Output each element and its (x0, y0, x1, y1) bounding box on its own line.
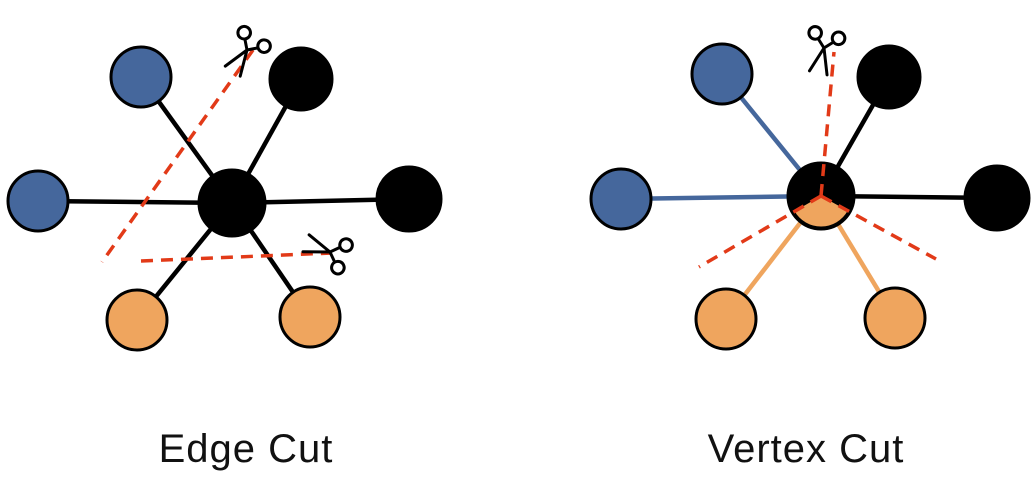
graph-node (105, 288, 169, 352)
center-wedge (794, 196, 848, 227)
edge-cut-label: Edge Cut (159, 427, 334, 471)
graph-node (856, 44, 922, 110)
cut-line (698, 194, 822, 269)
graph-node (278, 285, 342, 349)
graph-node (589, 167, 653, 231)
graph-node (268, 46, 334, 112)
scissors-icon (223, 24, 272, 78)
cut-line (100, 48, 255, 264)
graph-node (863, 286, 927, 350)
vertex-cut-label: Vertex Cut (708, 427, 905, 471)
scissors-icon (301, 233, 354, 276)
graph-node (375, 165, 443, 233)
edge-cut-graph (6, 24, 443, 352)
cut-line (140, 251, 333, 263)
scissors-icon (807, 25, 847, 77)
vertex-cut-graph (589, 25, 1031, 351)
graph-node (109, 45, 173, 109)
cut-line (820, 194, 937, 261)
graph-node (690, 42, 754, 106)
cut-line (819, 51, 836, 197)
graph-node (6, 169, 70, 233)
center-node (197, 168, 267, 238)
graph-node (963, 164, 1031, 232)
graph-node (694, 287, 758, 351)
